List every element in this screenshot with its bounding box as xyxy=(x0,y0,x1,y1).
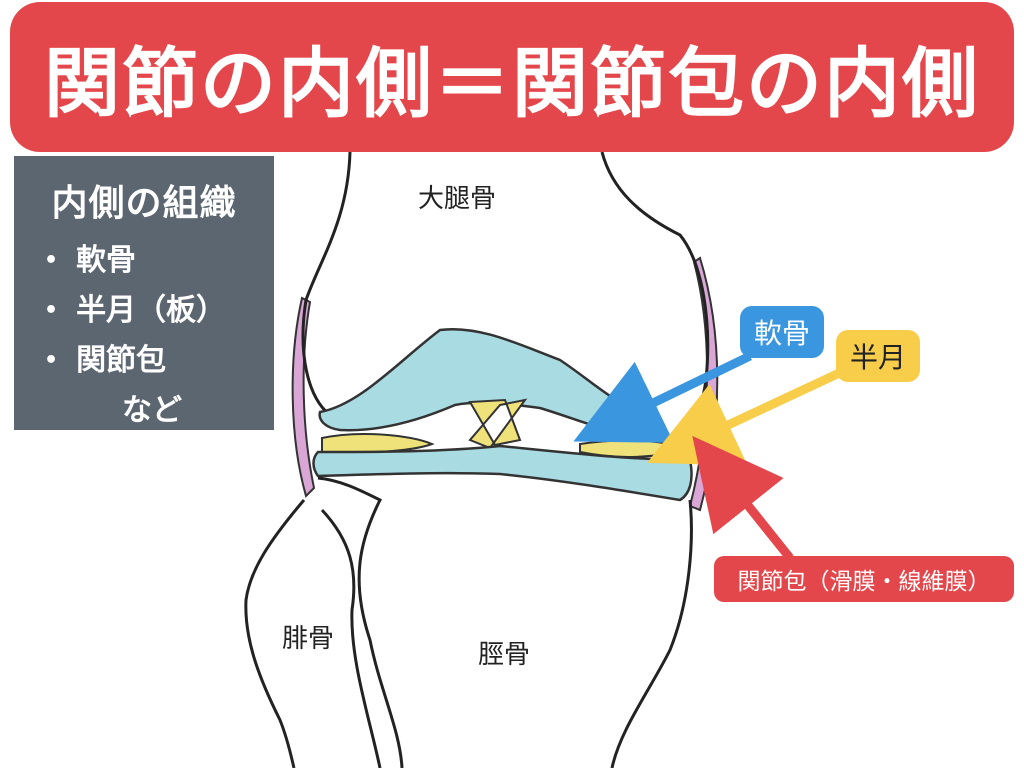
femur-cartilage xyxy=(318,328,666,442)
tibia-cartilage xyxy=(312,444,693,502)
fibula-outline xyxy=(244,499,382,768)
fibula-label: 腓骨 xyxy=(282,624,335,654)
meniscus-arrow xyxy=(647,363,852,466)
inner-tissue-box: 内側の組織 • 軟骨 • 半月（板） • 関節包 など xyxy=(14,156,274,430)
page-title: 関節の内側＝関節包の内側 xyxy=(44,39,980,128)
femur-label: 大腿骨 xyxy=(418,184,497,214)
list-item-label: 半月（板） xyxy=(76,293,227,328)
tibia-label: 脛骨 xyxy=(478,640,531,670)
bullet-icon: • xyxy=(44,248,59,273)
cruciate-ligaments xyxy=(468,398,528,450)
joint-capsule-tag: 関節包（滑膜・線維膜） xyxy=(714,556,1014,602)
bullet-icon: • xyxy=(44,348,59,373)
title-banner: 関節の内側＝関節包の内側 xyxy=(10,2,1014,152)
list-item-label: など xyxy=(122,393,182,428)
capsule-arrow xyxy=(692,435,794,561)
cartilage-arrow xyxy=(573,351,752,443)
cartilage-tag: 軟骨 xyxy=(740,306,824,358)
bullet-icon: • xyxy=(44,298,59,323)
list-item: • 軟骨 xyxy=(44,236,274,286)
inner-tissue-list: • 軟骨 • 半月（板） • 関節包 など xyxy=(14,236,274,436)
list-item-label: 軟骨 xyxy=(76,243,137,278)
meniscus-tag: 半月 xyxy=(836,330,920,382)
list-item: など xyxy=(44,386,274,436)
tibia-outline xyxy=(317,476,693,768)
list-item: • 半月（板） xyxy=(44,286,274,336)
inner-tissue-heading: 内側の組織 xyxy=(51,183,237,224)
list-item-label: 関節包 xyxy=(76,343,167,378)
list-item: • 関節包 xyxy=(44,336,274,386)
